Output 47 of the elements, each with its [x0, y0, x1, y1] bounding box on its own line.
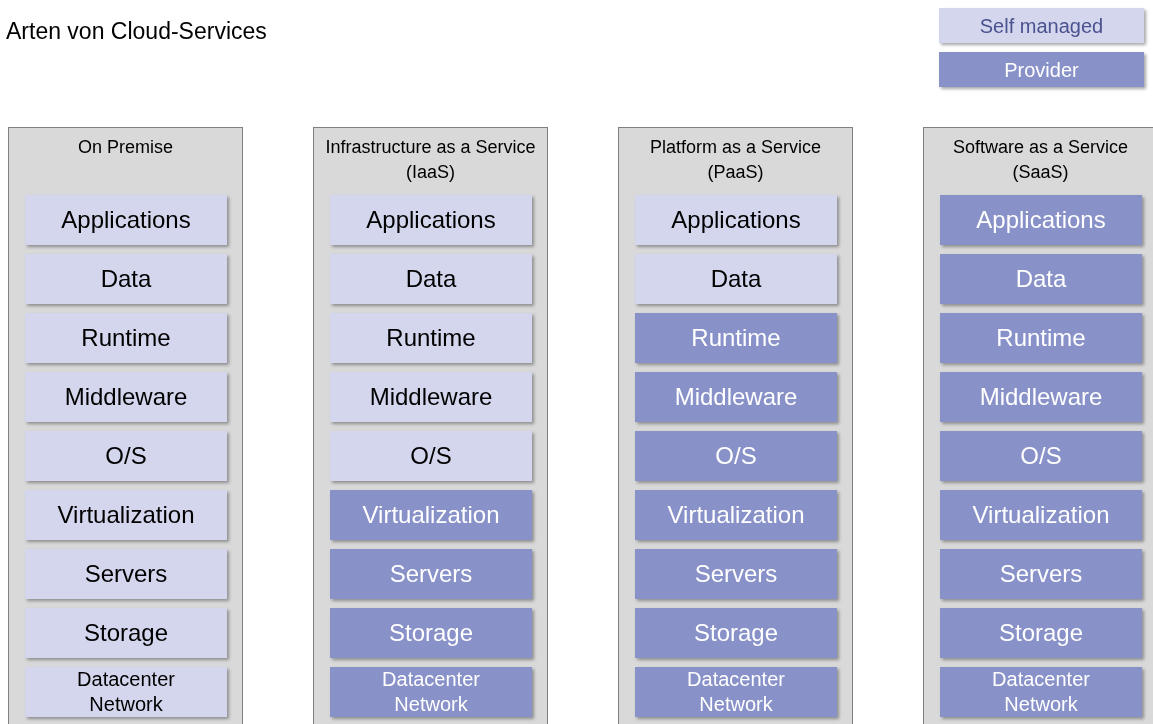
layer-box: O/S [940, 431, 1142, 481]
layer-box: Storage [25, 608, 227, 658]
layer-box: Servers [635, 549, 837, 599]
layer-box: Datacenter Network [940, 667, 1142, 717]
layer-box: Datacenter Network [25, 667, 227, 717]
title: Arten von Cloud-Services [6, 17, 267, 46]
layer-box: Virtualization [25, 490, 227, 540]
legend-swatch: Self managed [939, 8, 1144, 43]
layer-box: Data [330, 254, 532, 304]
layer-box: Storage [635, 608, 837, 658]
layer-box: Virtualization [635, 490, 837, 540]
legend-swatch: Provider [939, 52, 1144, 87]
layer-box: O/S [330, 431, 532, 481]
column-heading: On Premise [77, 136, 174, 159]
layer-box: Datacenter Network [635, 667, 837, 717]
layer-box: Servers [330, 549, 532, 599]
layer-box: Storage [940, 608, 1142, 658]
layer-box: Middleware [635, 372, 837, 422]
column-heading: Infrastructure as a Service (IaaS) [324, 136, 537, 184]
layer-box: Runtime [940, 313, 1142, 363]
service-column [8, 127, 243, 724]
layer-box: Data [25, 254, 227, 304]
layer-box: Runtime [635, 313, 837, 363]
layer-box: O/S [635, 431, 837, 481]
layer-box: Middleware [25, 372, 227, 422]
layer-box: Storage [330, 608, 532, 658]
layer-box: Servers [25, 549, 227, 599]
layer-box: Data [940, 254, 1142, 304]
layer-box: Virtualization [330, 490, 532, 540]
service-column [618, 127, 853, 724]
layer-box: Middleware [940, 372, 1142, 422]
layer-box: Applications [635, 195, 837, 245]
layer-box: Applications [940, 195, 1142, 245]
column-heading: Software as a Service (SaaS) [951, 136, 1130, 184]
layer-box: Runtime [25, 313, 227, 363]
service-column [313, 127, 548, 724]
layer-box: Datacenter Network [330, 667, 532, 717]
layer-box: Virtualization [940, 490, 1142, 540]
layer-box: Data [635, 254, 837, 304]
layer-box: Applications [330, 195, 532, 245]
layer-box: Servers [940, 549, 1142, 599]
service-column [923, 127, 1153, 724]
layer-box: Applications [25, 195, 227, 245]
layer-box: Middleware [330, 372, 532, 422]
column-heading: Platform as a Service (PaaS) [648, 136, 823, 184]
layer-box: O/S [25, 431, 227, 481]
layer-box: Runtime [330, 313, 532, 363]
